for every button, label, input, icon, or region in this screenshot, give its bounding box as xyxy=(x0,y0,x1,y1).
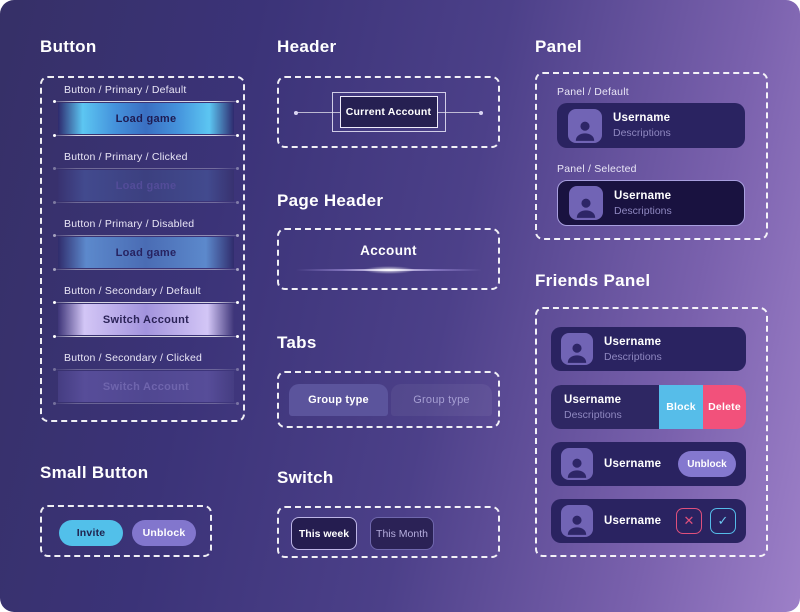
load-game-button-disabled: Load game xyxy=(53,234,239,271)
button-label: Switch Account xyxy=(102,313,190,326)
friends-panel-showcase-box: Username Descriptions Username Descripti… xyxy=(535,307,768,557)
block-button[interactable]: Block xyxy=(659,385,703,429)
person-icon xyxy=(575,121,595,141)
switch-showcase-box: This week This Month xyxy=(277,506,500,558)
button-variant: Button / Primary / Disabled Load game xyxy=(53,218,239,271)
load-game-button[interactable]: Load game xyxy=(53,100,239,137)
header-showcase-box: Current Account xyxy=(277,76,500,148)
button-bottom-line xyxy=(53,201,239,204)
page-header-text: Account xyxy=(360,243,417,258)
button-bottom-line xyxy=(53,335,239,338)
friend-text: Username xyxy=(604,458,661,470)
username-text: Username xyxy=(613,112,671,124)
user-avatar xyxy=(561,505,593,537)
button-top-line xyxy=(53,368,239,371)
page-header-showcase-box: Account xyxy=(277,228,500,290)
button-label: Load game xyxy=(115,179,177,192)
panel-selected-label: Panel / Selected xyxy=(557,163,637,175)
switch-account-button-clicked[interactable]: Switch Account xyxy=(53,368,239,405)
switch-account-button[interactable]: Switch Account xyxy=(53,301,239,338)
button-variant-label: Button / Primary / Default xyxy=(64,84,187,96)
invite-button[interactable]: Invite xyxy=(59,520,123,546)
button-label: Load game xyxy=(115,246,177,259)
panel-showcase-box: Panel / Default Username Descriptions Pa… xyxy=(535,72,768,240)
current-account-button[interactable]: Current Account xyxy=(339,96,438,128)
button-bottom-line xyxy=(53,268,239,271)
button-label: Switch Account xyxy=(102,380,190,393)
panel-default[interactable]: Username Descriptions xyxy=(557,103,745,148)
description-text: Descriptions xyxy=(614,204,672,217)
username-text: Username xyxy=(564,393,622,406)
button-variant: Button / Secondary / Clicked Switch Acco… xyxy=(53,352,239,405)
description-text: Descriptions xyxy=(613,127,671,139)
friend-row[interactable]: Username Unblock xyxy=(551,442,746,486)
section-title-panel: Panel xyxy=(535,37,582,56)
button-variant: Button / Secondary / Default Switch Acco… xyxy=(53,285,239,338)
panel-text: Username Descriptions xyxy=(613,112,671,139)
tabs-showcase-box: Group type Group type xyxy=(277,371,500,428)
button-top-line xyxy=(53,234,239,237)
button-variant-label: Button / Secondary / Clicked xyxy=(64,352,203,364)
description-text: Descriptions xyxy=(564,408,622,421)
button-bottom-line xyxy=(53,402,239,405)
user-avatar xyxy=(561,333,593,365)
section-title-page-header: Page Header xyxy=(277,191,384,210)
button-top-line xyxy=(53,100,239,103)
friend-text[interactable]: Username Descriptions xyxy=(551,385,659,429)
username-text: Username xyxy=(604,515,662,527)
username-text: Username xyxy=(604,458,662,470)
friend-row[interactable]: Username Descriptions xyxy=(551,327,746,371)
page-header-glow-line xyxy=(295,269,482,271)
friend-text: Username Descriptions xyxy=(604,336,662,363)
load-game-button-clicked[interactable]: Load game xyxy=(53,167,239,204)
button-showcase-box: Button / Primary / Default Load game But… xyxy=(40,76,245,422)
button-top-line xyxy=(53,167,239,170)
friend-text: Username xyxy=(604,515,661,527)
delete-button[interactable]: Delete xyxy=(703,385,746,429)
button-variant-label: Button / Primary / Clicked xyxy=(64,151,188,163)
section-title-switch: Switch xyxy=(277,468,334,487)
username-text: Username xyxy=(604,335,662,348)
friend-row-swiped: Username Descriptions Block Delete xyxy=(551,385,746,429)
section-title-friends-panel: Friends Panel xyxy=(535,271,651,290)
person-icon xyxy=(567,458,587,478)
switch-this-month[interactable]: This Month xyxy=(370,517,434,550)
section-title-small-button: Small Button xyxy=(40,463,149,482)
button-variant: Button / Primary / Clicked Load game xyxy=(53,151,239,204)
section-title-tabs: Tabs xyxy=(277,333,317,352)
accept-icon[interactable]: ✓ xyxy=(710,508,736,534)
username-text: Username xyxy=(614,189,672,202)
tab-group-type[interactable]: Group type xyxy=(391,384,492,416)
tab-group-type-selected[interactable]: Group type xyxy=(289,384,388,416)
panel-selected[interactable]: Username Descriptions xyxy=(557,180,745,226)
decline-icon[interactable]: ✕ xyxy=(676,508,702,534)
unblock-button[interactable]: Unblock xyxy=(132,520,196,546)
person-icon xyxy=(567,515,587,535)
button-variant-label: Button / Secondary / Default xyxy=(64,285,201,297)
user-avatar xyxy=(568,108,602,143)
button-top-line xyxy=(53,301,239,304)
user-avatar xyxy=(561,448,593,480)
description-text: Descriptions xyxy=(604,350,662,363)
current-account-outer-frame xyxy=(331,92,446,132)
button-variant-label: Button / Primary / Disabled xyxy=(64,218,195,230)
panel-text: Username Descriptions xyxy=(614,190,672,217)
user-avatar xyxy=(569,186,603,220)
small-button-showcase-box: Invite Unblock xyxy=(40,505,212,557)
panel-default-label: Panel / Default xyxy=(557,86,629,98)
button-variant: Button / Primary / Default Load game xyxy=(53,84,239,137)
friend-row[interactable]: Username ✕ ✓ xyxy=(551,499,746,543)
button-label: Load game xyxy=(115,112,177,125)
unblock-button[interactable]: Unblock xyxy=(678,451,736,477)
section-title-button: Button xyxy=(40,37,97,56)
person-icon xyxy=(567,343,587,363)
button-bottom-line xyxy=(53,134,239,137)
current-account-wrap: Current Account xyxy=(331,92,446,132)
person-icon xyxy=(576,198,596,218)
section-title-header: Header xyxy=(277,37,337,56)
switch-this-week[interactable]: This week xyxy=(291,517,357,550)
